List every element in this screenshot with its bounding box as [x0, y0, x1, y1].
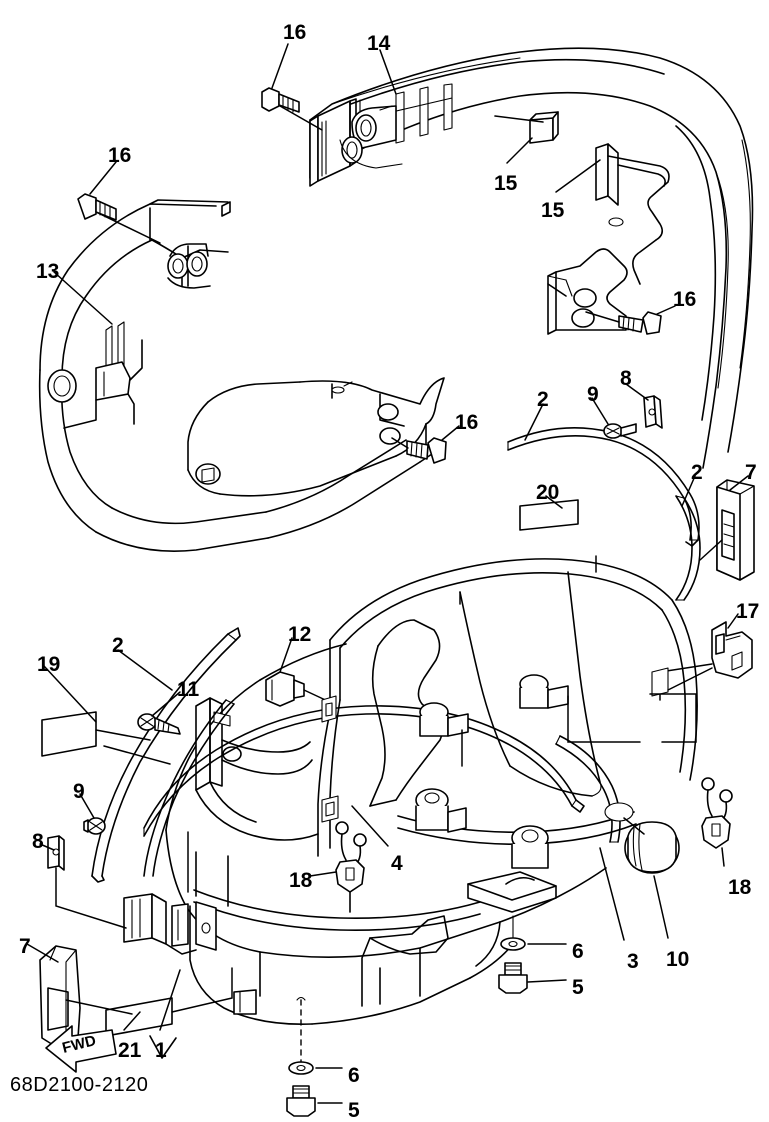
callout-9-upper: 9 — [587, 383, 599, 406]
bolt-icon-16-top — [261, 87, 300, 113]
bolt-icon-16-right — [618, 311, 662, 335]
callout-19: 19 — [37, 653, 61, 676]
callout-6-bottom: 6 — [348, 1064, 360, 1087]
push-rivet-18-left — [335, 821, 367, 913]
upper-cowling-arch — [309, 47, 754, 469]
wire-clamp-17 — [651, 621, 753, 701]
bolt-icon-5-right — [498, 962, 528, 994]
side-cowling-13 — [38, 199, 445, 552]
washer-icon-6-right — [500, 937, 526, 951]
callout-12: 12 — [288, 623, 312, 646]
clamp-plate-8-upper — [643, 395, 663, 429]
seal-rubber-2-left-inner — [143, 699, 235, 877]
callout-16-right: 16 — [673, 288, 697, 311]
label-plate-20 — [519, 499, 579, 531]
caution-label-19 — [41, 711, 151, 757]
seal-rubber-3 — [555, 735, 621, 843]
callout-15-b: 15 — [541, 199, 565, 222]
bolt-icon-16-mid — [406, 437, 447, 464]
leader-lines — [26, 43, 749, 1104]
callout-6-right: 6 — [572, 940, 584, 963]
callout-18-left: 18 — [289, 869, 313, 892]
fwd-arrow-marker — [45, 1025, 117, 1073]
push-rivet-18-right — [701, 777, 733, 849]
callout-9-lower: 9 — [73, 780, 85, 803]
cowling-inner-left-detail — [123, 697, 319, 955]
callout-11: 11 — [177, 678, 200, 701]
callout-2-left: 2 — [112, 634, 124, 657]
screw-icon-11 — [137, 713, 181, 735]
callout-1: 1 — [155, 1039, 167, 1062]
screw-icon-9-lower — [83, 817, 106, 835]
callout-15-a: 15 — [494, 172, 518, 195]
callout-13: 13 — [36, 260, 60, 283]
latch-hook-7-left — [39, 945, 81, 1049]
latch-hook-7-right — [699, 479, 755, 581]
callout-16-top: 16 — [283, 21, 307, 44]
callout-21: 21 — [118, 1039, 142, 1062]
seal-rubber-2-right — [675, 495, 701, 601]
seal-pad-15-a — [529, 111, 559, 144]
callout-8-lower: 8 — [32, 830, 44, 853]
callout-4: 4 — [391, 852, 403, 875]
bolt-icon-5-bottom — [286, 1085, 316, 1117]
grommet-cap-10 — [604, 802, 680, 874]
clamp-plate-8-lower — [47, 835, 65, 871]
figure-code: 68D2100-2120 — [10, 1074, 149, 1096]
grommet-icon-12 — [265, 671, 339, 823]
seal-rubber-2-left — [91, 627, 241, 883]
callout-8-upper: 8 — [620, 367, 632, 390]
callout-18-right: 18 — [728, 876, 752, 899]
callout-16-mid: 16 — [455, 411, 479, 434]
callout-2-upper: 2 — [537, 388, 549, 411]
washer-icon-6-bottom — [288, 1061, 314, 1075]
callout-16-left: 16 — [108, 144, 132, 167]
bolt-icon-16-left — [77, 193, 117, 221]
callout-3: 3 — [627, 950, 639, 973]
callout-14: 14 — [367, 32, 391, 55]
upper-cowling-bracket-plate — [309, 83, 453, 187]
callout-17: 17 — [736, 600, 760, 623]
callout-20: 20 — [536, 481, 560, 504]
screw-icon-9-upper — [603, 423, 637, 439]
seal-bracket-15-b — [547, 143, 670, 335]
callout-2-right: 2 — [691, 461, 703, 484]
callout-7-right: 7 — [745, 461, 757, 484]
callout-10: 10 — [666, 948, 690, 971]
callout-5-bottom: 5 — [348, 1099, 360, 1122]
callout-5-right: 5 — [572, 976, 584, 999]
cowling-mount-bosses — [415, 674, 569, 913]
label-plate-21 — [105, 997, 173, 1037]
bottom-seal-4 — [143, 705, 585, 837]
callout-7-left: 7 — [19, 935, 31, 958]
